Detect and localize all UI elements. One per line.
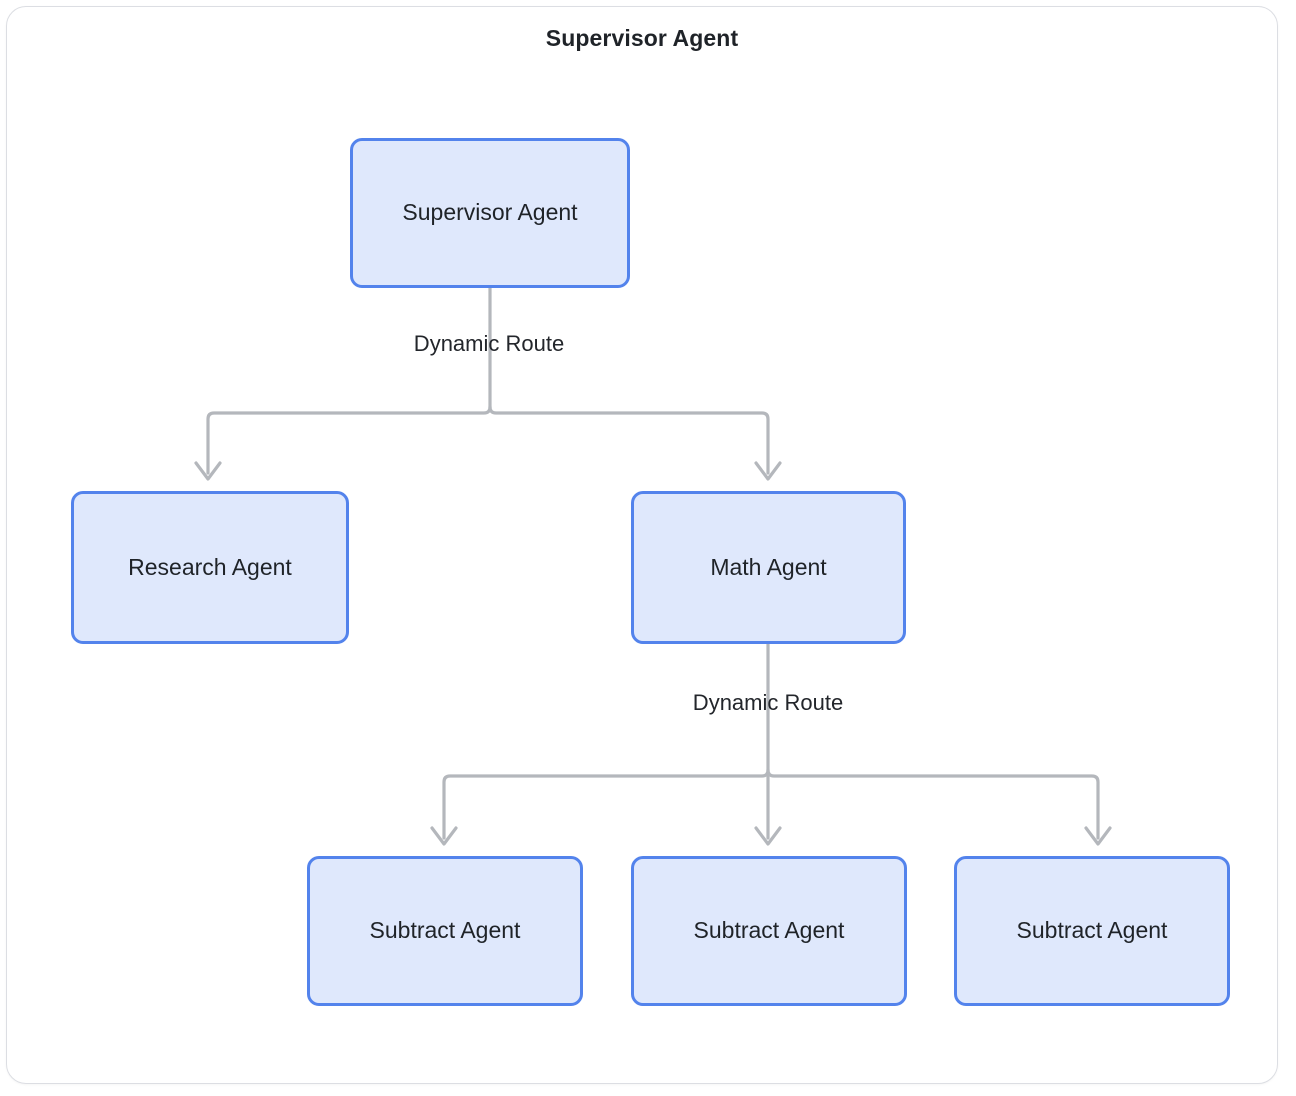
edge-label-dynamic-route-bottom: Dynamic Route	[692, 690, 844, 715]
edge-math-split-left	[442, 768, 770, 840]
edge-supervisor-split-left	[206, 405, 492, 475]
arrowhead-subtract-2	[754, 826, 782, 846]
node-label: Subtract Agent	[693, 917, 845, 944]
node-subtract-agent-2[interactable]: Subtract Agent	[631, 856, 907, 1006]
arrowhead-research	[194, 461, 222, 481]
edge-math-split-right	[766, 768, 1100, 840]
node-subtract-agent-1[interactable]: Subtract Agent	[307, 856, 583, 1006]
node-label: Supervisor Agent	[402, 199, 578, 226]
edge-supervisor-split-right	[488, 405, 770, 475]
arrowhead-subtract-3	[1084, 826, 1112, 846]
node-subtract-agent-3[interactable]: Subtract Agent	[954, 856, 1230, 1006]
node-research-agent[interactable]: Research Agent	[71, 491, 349, 644]
node-supervisor-agent[interactable]: Supervisor Agent	[350, 138, 630, 288]
node-label: Subtract Agent	[1016, 917, 1168, 944]
node-math-agent[interactable]: Math Agent	[631, 491, 906, 644]
diagram-card: Supervisor Agent Supervisor Agent Resear…	[6, 6, 1278, 1084]
node-label: Subtract Agent	[369, 917, 521, 944]
node-label: Math Agent	[710, 553, 827, 580]
edge-label-dynamic-route-top: Dynamic Route	[413, 331, 565, 356]
node-label: Research Agent	[128, 553, 292, 580]
arrowhead-subtract-1	[430, 826, 458, 846]
page-title: Supervisor Agent	[545, 25, 739, 51]
arrowhead-math	[754, 461, 782, 481]
